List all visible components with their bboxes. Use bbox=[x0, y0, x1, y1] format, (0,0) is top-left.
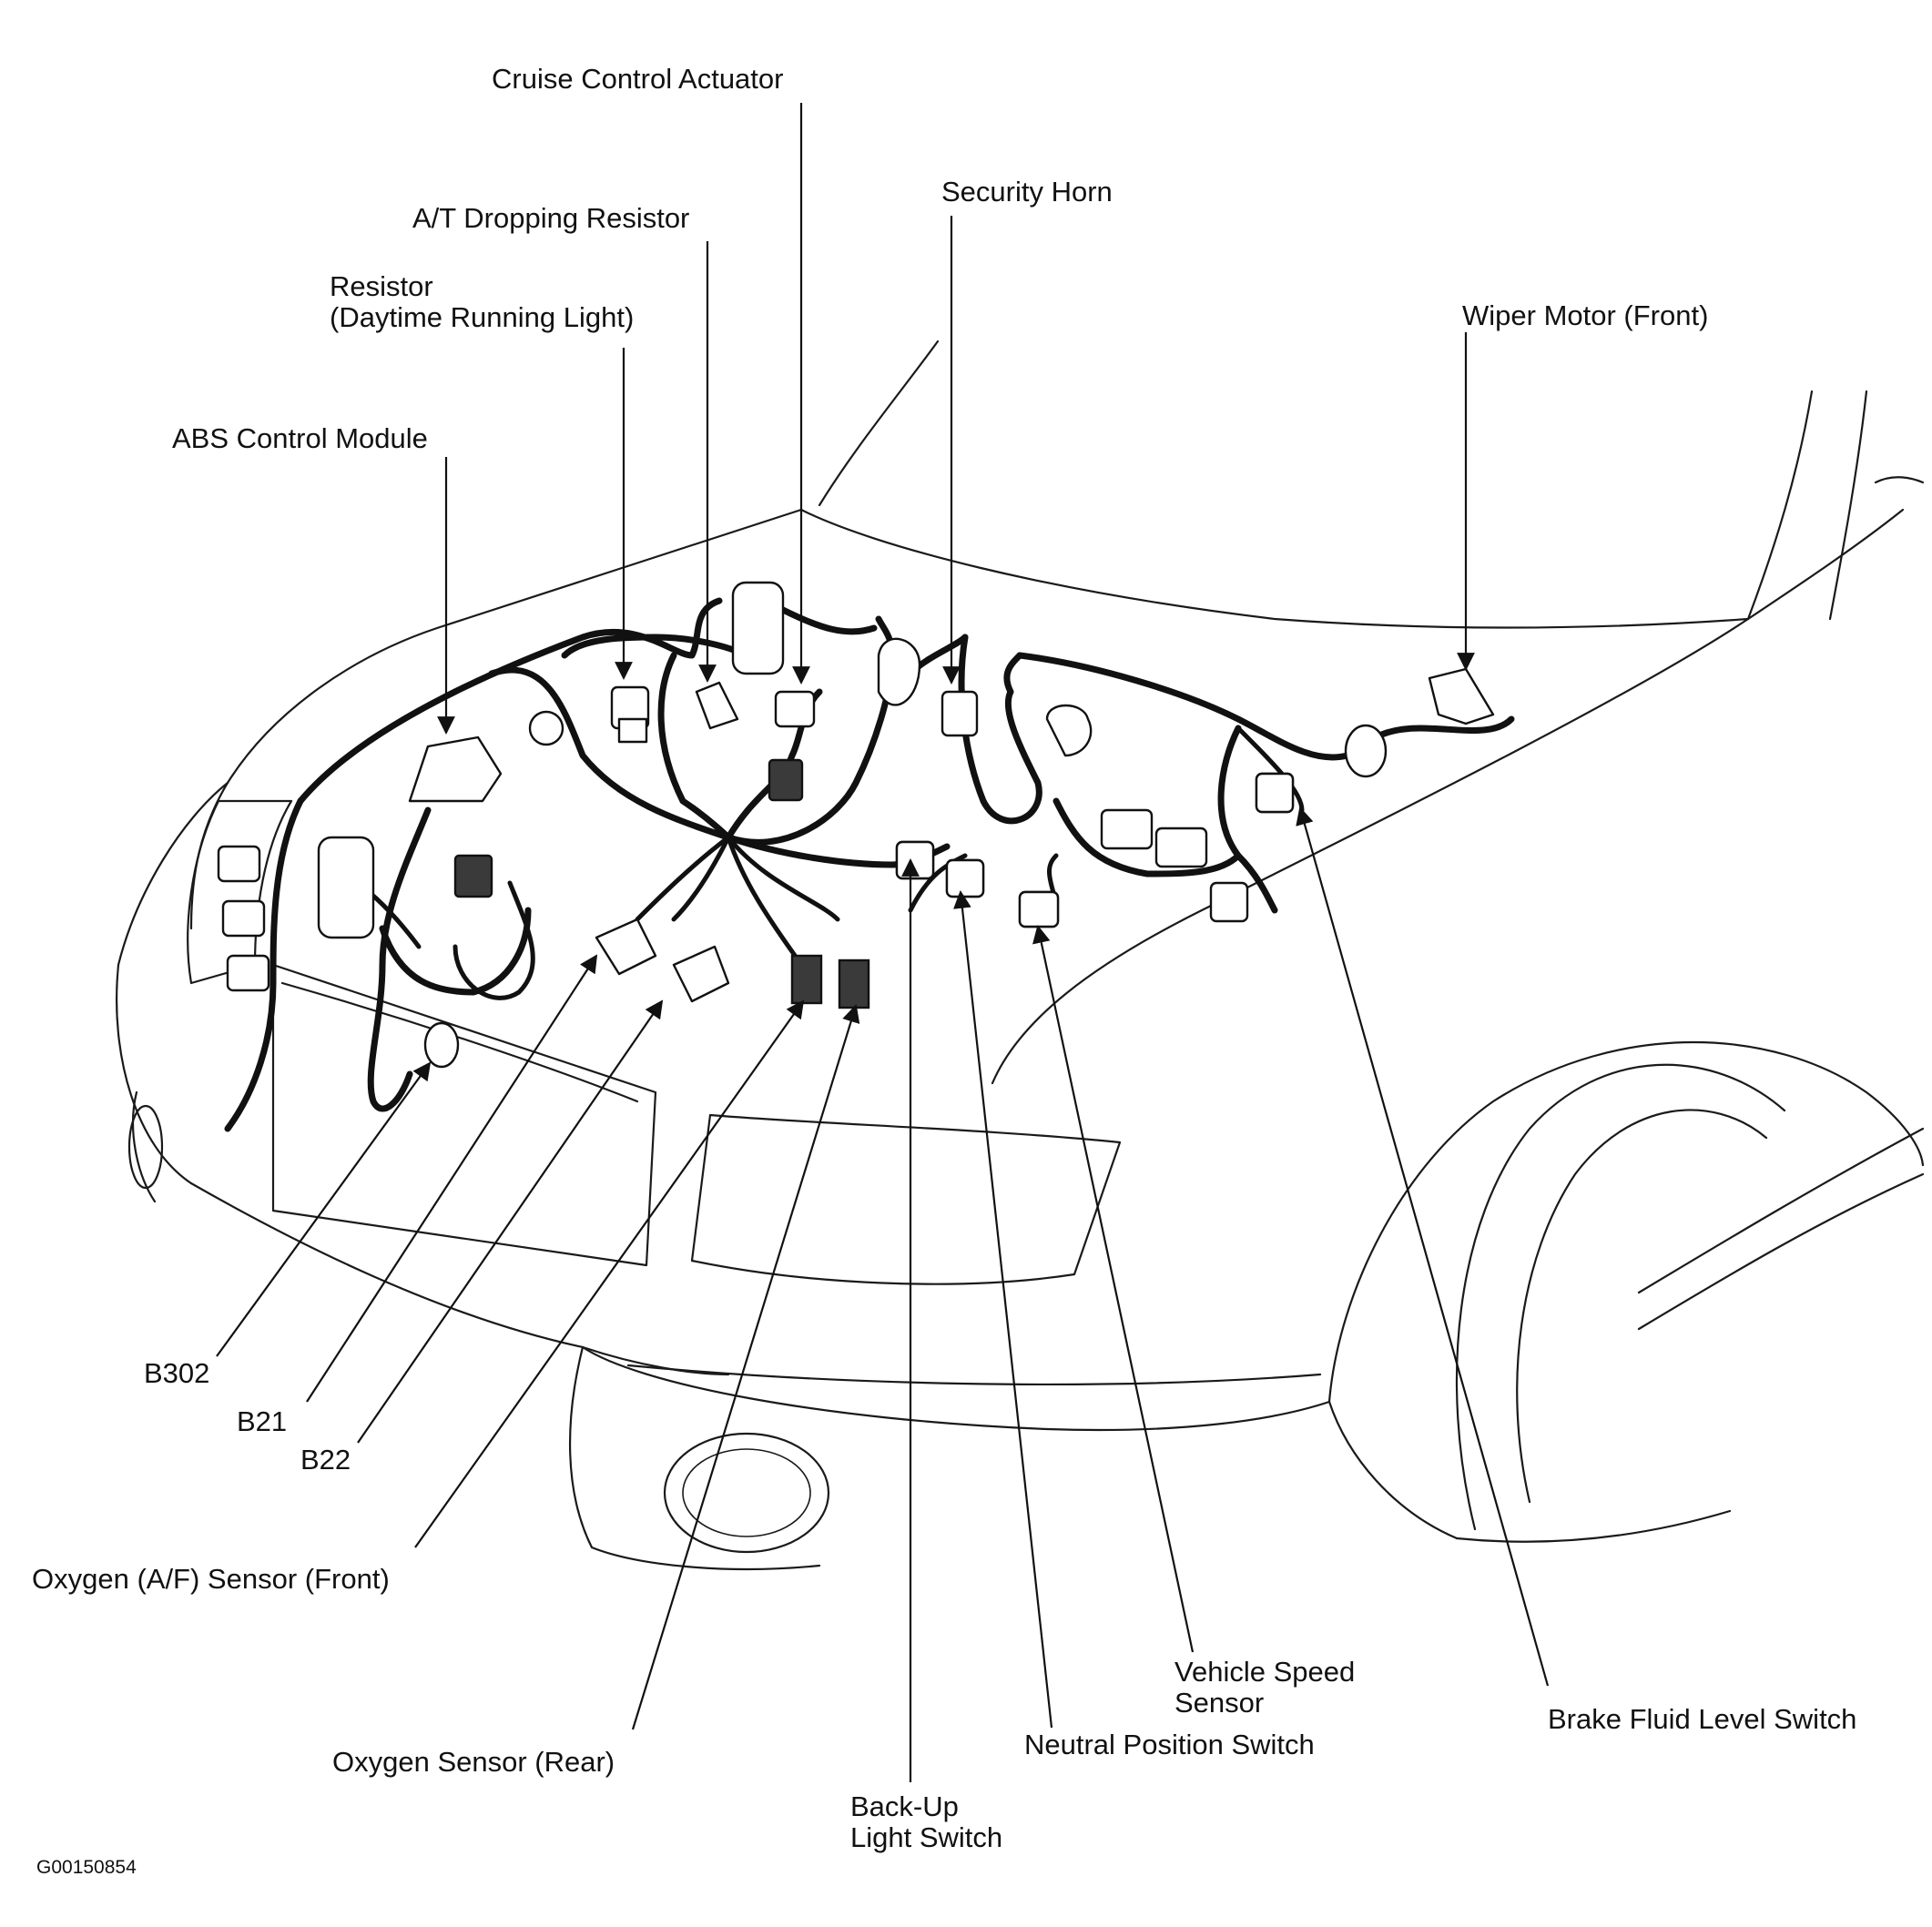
leader-lines bbox=[216, 103, 1550, 1782]
label-cruise-control-actuator: Cruise Control Actuator bbox=[492, 63, 784, 95]
leader-oxygen-af-sensor-front bbox=[414, 999, 805, 1548]
label-backup-light-switch-line1: Back-Up bbox=[850, 1790, 959, 1822]
label-resistor-drl: (Daytime Running Light) bbox=[330, 301, 635, 333]
backup-light-switch-connector bbox=[895, 840, 935, 880]
label-vehicle-speed-sensor-line1: Vehicle Speed bbox=[1174, 1656, 1356, 1688]
label-neutral-position-switch: Neutral Position Switch bbox=[1024, 1729, 1315, 1760]
abs-control-module-shape bbox=[408, 735, 503, 803]
label-security-horn: Security Horn bbox=[941, 176, 1113, 208]
leader-b22 bbox=[357, 999, 664, 1444]
leader-vehicle-speed-sensor bbox=[1032, 925, 1195, 1653]
label-brake-fluid-level-switch: Brake Fluid Level Switch bbox=[1548, 1703, 1857, 1735]
components bbox=[217, 581, 1495, 1069]
label-oxygen-af-sensor-front: Oxygen (A/F) Sensor (Front) bbox=[32, 1563, 390, 1595]
wiring-harness bbox=[224, 597, 1515, 1132]
leader-b302 bbox=[216, 1061, 432, 1357]
oxygen-sensor-rear-connector bbox=[838, 958, 870, 1009]
leader-brake-fluid-level-switch bbox=[1296, 806, 1550, 1687]
label-backup-light-switch-line2: Light Switch bbox=[850, 1821, 1003, 1853]
label-resistor: Resistor bbox=[330, 270, 433, 302]
b21-connector bbox=[595, 918, 657, 976]
at-dropping-resistor-connector bbox=[695, 681, 739, 730]
vehicle-speed-sensor-connector bbox=[1018, 890, 1060, 928]
oxygen-af-sensor-front-connector bbox=[790, 954, 823, 1005]
label-b21: B21 bbox=[237, 1405, 288, 1437]
security-horn-connector bbox=[941, 690, 979, 737]
label-b22: B22 bbox=[300, 1444, 351, 1476]
label-abs-control-module: ABS Control Module bbox=[172, 422, 428, 454]
brake-fluid-level-switch-connector bbox=[1255, 772, 1295, 814]
figure-id: G00150854 bbox=[36, 1857, 137, 1878]
label-at-dropping-resistor: A/T Dropping Resistor bbox=[412, 202, 690, 234]
neutral-position-switch-connector bbox=[945, 858, 985, 898]
leader-b21 bbox=[306, 954, 598, 1403]
cruise-control-actuator-connector bbox=[774, 690, 816, 728]
wiper-motor-connector bbox=[1428, 667, 1495, 725]
leader-neutral-position-switch bbox=[953, 890, 1053, 1729]
b22-connector bbox=[672, 945, 730, 1003]
b302-ground bbox=[423, 1021, 460, 1069]
label-vehicle-speed-sensor-line2: Sensor bbox=[1174, 1687, 1265, 1719]
label-wiper-motor-front: Wiper Motor (Front) bbox=[1462, 299, 1709, 331]
label-b302: B302 bbox=[144, 1357, 210, 1389]
leader-oxygen-sensor-rear bbox=[631, 1004, 860, 1730]
label-oxygen-sensor-rear: Oxygen Sensor (Rear) bbox=[332, 1746, 615, 1778]
vehicle-body-outline bbox=[116, 340, 1925, 1571]
